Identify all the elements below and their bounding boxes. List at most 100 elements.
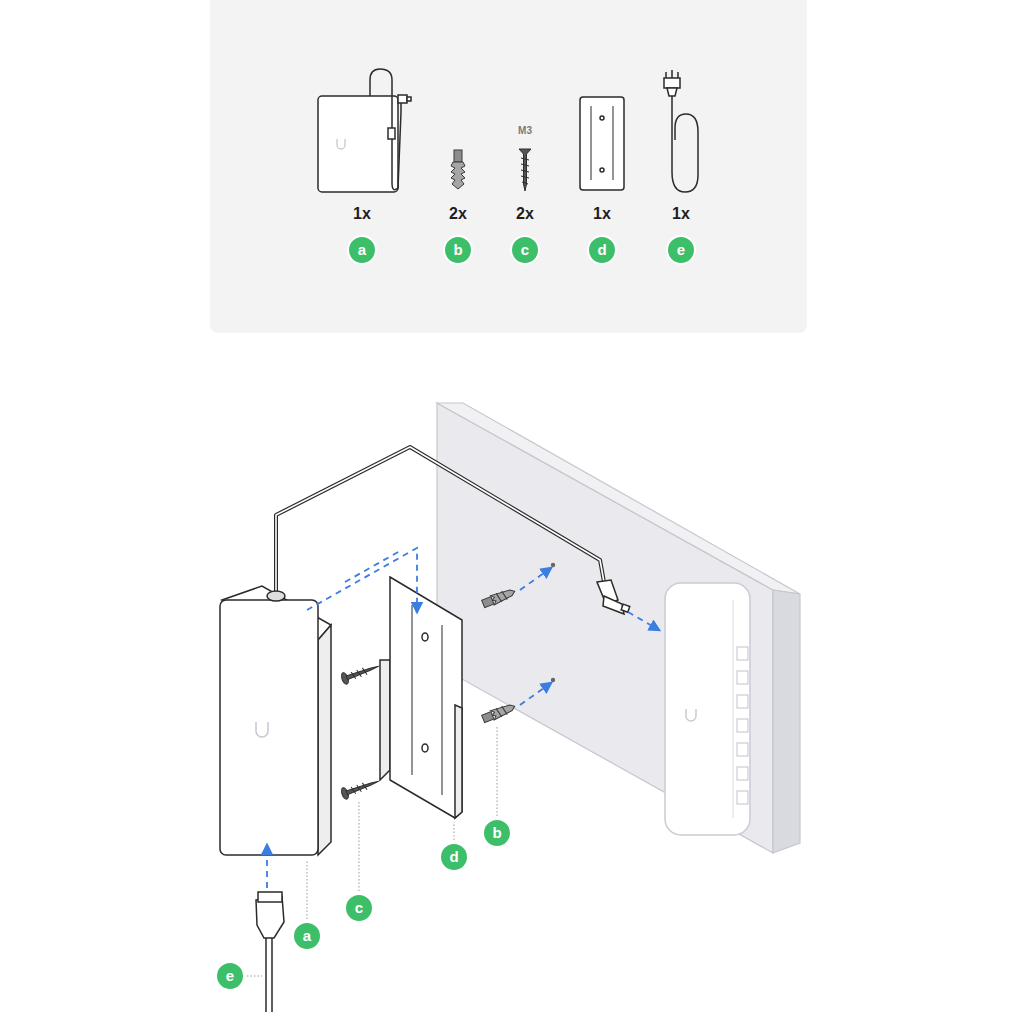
mounting-bracket-icon bbox=[600, 116, 604, 120]
wall-anchor bbox=[496, 705, 507, 717]
dc-cable bbox=[276, 447, 604, 592]
callout-letter: d bbox=[587, 235, 617, 265]
network-switch bbox=[737, 647, 748, 660]
dc-cable bbox=[276, 447, 604, 592]
contents-panel bbox=[210, 0, 807, 333]
wall-anchor bbox=[482, 597, 494, 608]
mounting-bracket bbox=[390, 577, 462, 818]
assembly-arrow bbox=[307, 548, 417, 612]
mounting-bracket bbox=[455, 705, 462, 818]
dc-plug bbox=[603, 596, 624, 614]
wall bbox=[551, 563, 555, 567]
wall bbox=[773, 590, 800, 853]
power-adapter bbox=[256, 722, 268, 737]
network-switch bbox=[737, 719, 748, 732]
dc-cable bbox=[276, 447, 604, 592]
mounting-bracket bbox=[412, 605, 442, 795]
mounting-bracket-icon bbox=[580, 97, 624, 190]
power-adapter bbox=[318, 625, 331, 855]
network-switch bbox=[733, 600, 734, 818]
power-adapter bbox=[220, 600, 318, 855]
power-cord-icon bbox=[664, 70, 698, 192]
wall-anchor bbox=[496, 590, 507, 602]
callout-text: b bbox=[492, 825, 501, 840]
mounting-bracket-icon bbox=[600, 168, 604, 172]
callout-text: a bbox=[358, 242, 366, 257]
leader-line bbox=[497, 727, 498, 816]
power-adapter bbox=[220, 586, 331, 855]
assembly-arrow bbox=[345, 551, 400, 582]
callout-letter: b bbox=[443, 235, 473, 265]
power-adapter-icon bbox=[407, 97, 411, 101]
power-cord bbox=[256, 892, 284, 1012]
power-adapter-icon bbox=[370, 69, 401, 190]
leader-line bbox=[359, 800, 360, 891]
network-switch bbox=[737, 671, 748, 684]
network-switch bbox=[686, 709, 696, 721]
assembly-arrow bbox=[267, 548, 659, 888]
network-switch bbox=[737, 695, 748, 708]
power-cord-icon bbox=[664, 78, 680, 88]
wall-anchor bbox=[481, 702, 516, 724]
contents-panel bbox=[210, 0, 807, 333]
callout-letter: c bbox=[344, 893, 374, 923]
wall bbox=[437, 403, 773, 853]
screw bbox=[340, 776, 381, 801]
leader-line bbox=[454, 822, 455, 840]
mounting-bracket bbox=[380, 577, 462, 818]
power-cord bbox=[266, 935, 272, 1012]
mounting-bracket-icon bbox=[580, 97, 624, 190]
callout-text: c bbox=[521, 242, 529, 257]
wall bbox=[551, 678, 555, 682]
leader-line bbox=[307, 860, 308, 919]
network-switch bbox=[737, 767, 748, 780]
callout-letter: b bbox=[482, 818, 512, 848]
quantity-label: 2x bbox=[449, 206, 467, 222]
quantity-label: 1x bbox=[672, 206, 690, 222]
power-adapter-icon bbox=[398, 95, 407, 103]
screw bbox=[351, 667, 367, 679]
screw-icon bbox=[519, 149, 531, 191]
callout-letter: a bbox=[292, 921, 322, 951]
network-switch bbox=[665, 583, 750, 835]
leader-line bbox=[247, 727, 497, 976]
wall-anchor-icon bbox=[451, 150, 465, 189]
quantity-label: 1x bbox=[353, 206, 371, 222]
power-cord bbox=[258, 892, 282, 902]
leader-line bbox=[247, 976, 262, 977]
mounting-bracket bbox=[422, 744, 428, 752]
wall bbox=[437, 403, 800, 594]
dc-cable bbox=[276, 447, 604, 592]
network-switch bbox=[737, 791, 748, 804]
wall bbox=[437, 403, 800, 853]
dc-plug bbox=[621, 604, 630, 612]
quantity-label: 2x bbox=[516, 206, 534, 222]
screw-icon bbox=[519, 149, 531, 191]
assembly-arrow bbox=[520, 568, 551, 590]
callout-text: d bbox=[597, 242, 606, 257]
wall-anchor bbox=[481, 587, 516, 609]
screw bbox=[340, 661, 381, 686]
callout-text: e bbox=[226, 968, 234, 983]
power-adapter-icon bbox=[388, 128, 395, 139]
wall-anchor bbox=[481, 587, 516, 724]
quantity-label: 1x bbox=[593, 206, 611, 222]
power-cord-icon bbox=[667, 88, 677, 96]
callout-text: e bbox=[677, 242, 685, 257]
screw-icon bbox=[521, 158, 529, 184]
power-cord-icon bbox=[666, 70, 678, 78]
network-switch bbox=[665, 583, 750, 835]
callout-text: d bbox=[449, 849, 458, 864]
callout-text: a bbox=[303, 928, 311, 943]
callout-letter: c bbox=[510, 235, 540, 265]
screw bbox=[346, 779, 379, 794]
mounting-bracket bbox=[380, 660, 390, 780]
assembly-arrow bbox=[628, 612, 659, 630]
mounting-bracket bbox=[422, 633, 428, 641]
callout-text: c bbox=[355, 900, 363, 915]
network-switch bbox=[737, 743, 748, 756]
wall-anchor bbox=[491, 587, 517, 605]
power-adapter-icon bbox=[337, 139, 345, 149]
